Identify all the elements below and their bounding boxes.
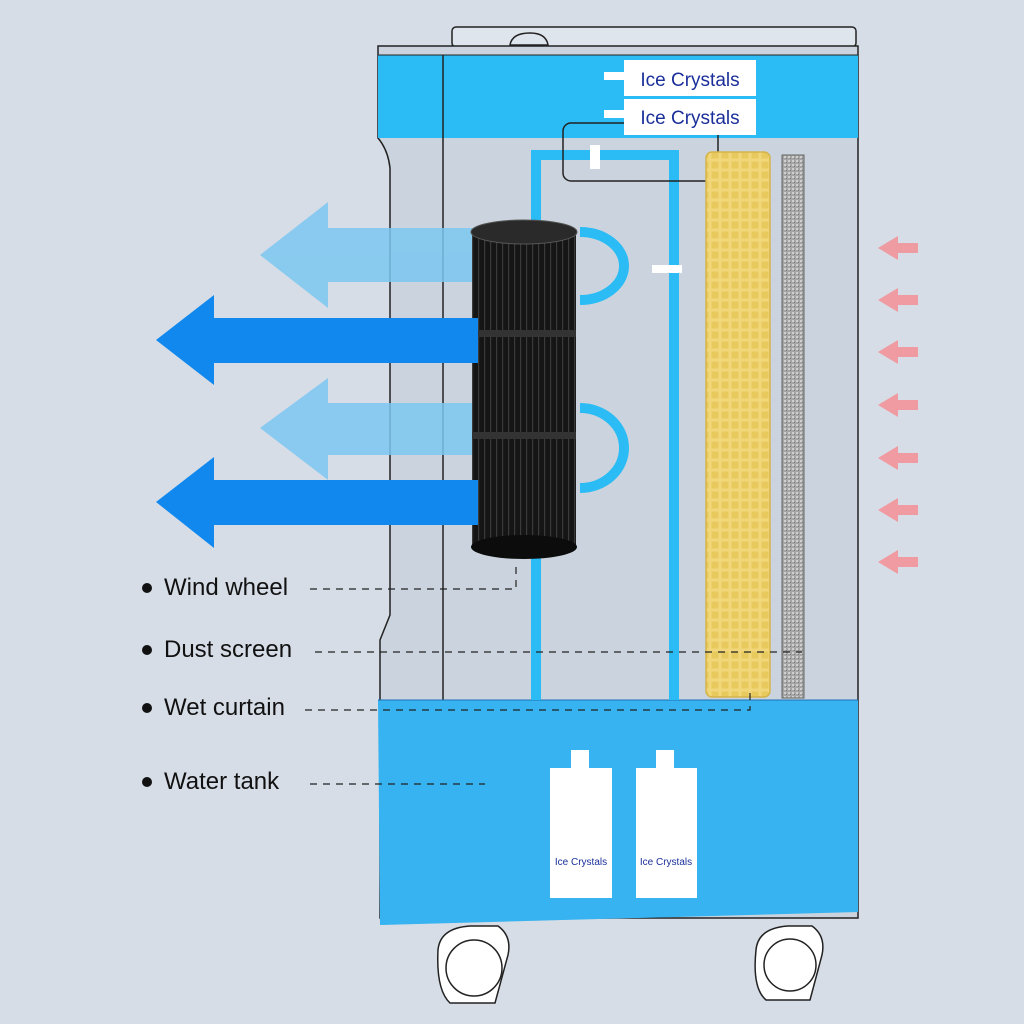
top-label-1: Ice Crystals [624, 60, 756, 96]
svg-text:Ice Crystals: Ice Crystals [640, 108, 739, 129]
callout-dust-screen: Dust screen [142, 636, 292, 664]
callout-wet-curtain: Wet curtain [142, 694, 285, 722]
wind-wheel [470, 219, 578, 559]
leader-lines [305, 565, 802, 785]
callout-label: Dust screen [164, 636, 293, 663]
intake-arrows [878, 236, 918, 574]
caster-wheels [437, 925, 824, 1004]
bottle-label-1: Ice Crystals [555, 857, 607, 868]
air-arrows-dark [156, 295, 478, 548]
ice-crystal-bottles [550, 750, 697, 898]
wet-curtain [705, 151, 771, 698]
callout-label: Wind wheel [164, 574, 289, 601]
bullet-dot [142, 583, 152, 593]
bullet-dot [142, 645, 152, 655]
svg-text:Ice Crystals: Ice Crystals [640, 70, 739, 91]
bullet-dot [142, 703, 152, 713]
water-tank [378, 700, 858, 925]
top-blue-band [378, 55, 858, 138]
callout-wind-wheel: Wind wheel [142, 574, 288, 602]
pipe-valve [652, 265, 682, 273]
callout-water-tank: Water tank [142, 768, 279, 796]
callout-label: Water tank [164, 768, 280, 795]
top-label-2: Ice Crystals [624, 99, 756, 135]
callout-label: Wet curtain [164, 694, 285, 721]
bullet-dot [142, 777, 152, 787]
air-arrows-light [260, 202, 478, 480]
cooler-lid [451, 26, 857, 48]
bottle-label-2: Ice Crystals [640, 857, 692, 868]
dust-screen [781, 154, 805, 699]
pipe-connector [590, 145, 600, 169]
